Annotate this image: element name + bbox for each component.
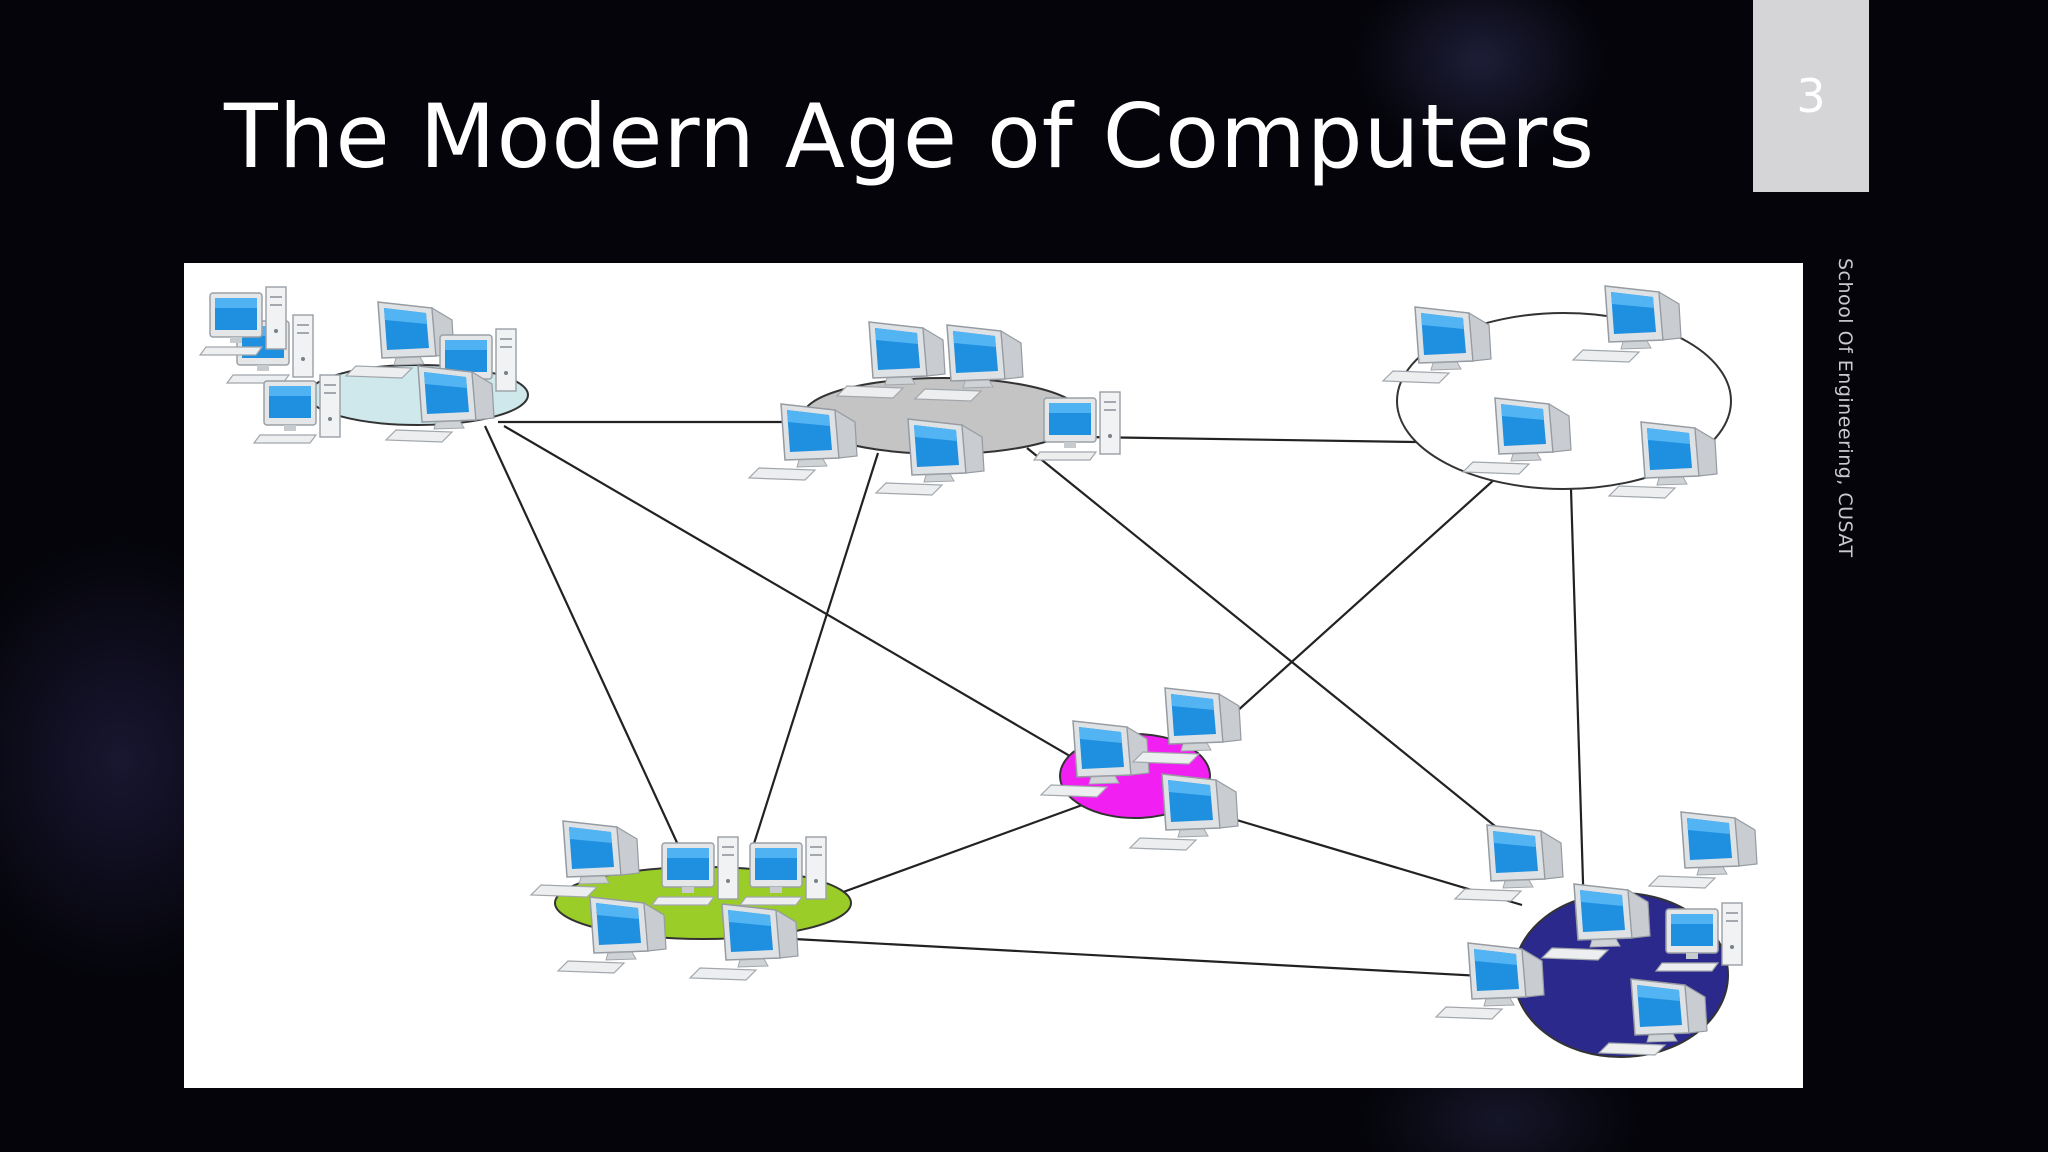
link-lan-center-to-lan-bottom-left [834,794,1108,897]
link-lan-top-right-to-lan-center [1214,477,1497,732]
lan-bottom-left [529,820,852,981]
network-diagram [184,263,1803,1088]
side-label: School Of Engineering, CUSAT [1834,258,1856,558]
desktop-computer-icon [1607,421,1718,499]
desktop-computer-icon [874,418,985,496]
desktop-computer-icon [747,403,858,481]
desktop-computer-icon [556,896,667,974]
desktop-computer-icon [650,836,739,906]
lan-center [1039,687,1242,851]
desktop-computer-icon [1654,902,1743,972]
desktop-computer-icon [1461,397,1572,475]
desktop-computer-icon [688,903,799,981]
page-number: 3 [1796,69,1826,123]
page-number-box: 3 [1753,0,1869,192]
desktop-computer-icon [835,321,946,399]
lan-bottom-right [1434,811,1758,1058]
link-lan-top-right-to-lan-bottom-right [1569,488,1586,916]
desktop-computer-icon [1597,978,1708,1056]
desktop-computer-icon [1571,285,1682,363]
desktop-computer-icon [198,286,287,356]
link-lan-top-left-to-lan-center [503,425,1088,767]
link-lan-top-middle-to-lan-top-right [1083,435,1417,444]
desktop-computer-icon [1381,306,1492,384]
desktop-computer-icon [1131,687,1242,765]
desktop-computer-icon [913,324,1024,402]
desktop-computer-icon [738,836,827,906]
desktop-computer-icon [1540,883,1651,961]
lan-top-middle [747,321,1121,496]
network-diagram-svg [198,285,1758,1058]
desktop-computer-icon [384,365,495,443]
desktop-computer-icon [1647,811,1758,889]
desktop-computer-icon [1128,773,1239,851]
network-clusters [198,285,1758,1058]
desktop-computer-icon [1434,942,1545,1020]
desktop-computer-icon [252,374,341,444]
link-lan-top-middle-to-lan-bottom-left [749,452,880,854]
link-lan-top-middle-to-lan-bottom-right [1026,447,1512,840]
desktop-computer-icon [344,301,455,379]
desktop-computer-icon [529,820,640,898]
lan-top-left [198,286,529,444]
link-lan-bottom-left-to-lan-bottom-right [793,937,1520,980]
link-lan-top-left-to-lan-bottom-left [484,425,680,848]
lan-top-right [1381,285,1732,499]
desktop-computer-icon [1032,391,1121,461]
desktop-computer-icon [1453,824,1564,902]
slide-title: The Modern Age of Computers [224,85,1596,188]
desktop-computer-icon [1039,720,1150,798]
